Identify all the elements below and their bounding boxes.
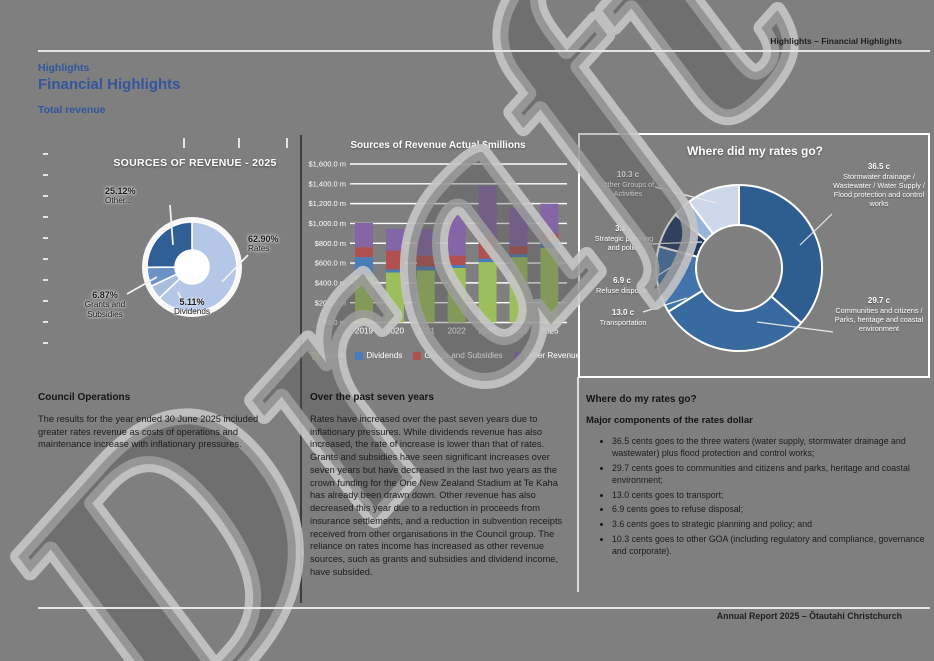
- donut-label-other-goa-name: Other Groups of Activities: [601, 180, 655, 199]
- donut-label-strategic: 3.6 c Strategic planning and policy: [592, 224, 656, 252]
- bar-chart-legend: Rates Dividends Grants and Subsidies Oth…: [312, 351, 580, 360]
- legend-swatch-other-revenue: [513, 351, 522, 360]
- rates-go-bullet-list: 36.5 cents goes to the three waters (wat…: [586, 436, 926, 558]
- pie-label-grants-name: Grants and Subsidies: [84, 300, 126, 319]
- council-operations-heading: Council Operations: [38, 392, 131, 403]
- donut-chart-title: Where did my rates go?: [686, 144, 824, 158]
- donut-label-refuse-value: 6.9 c: [613, 276, 631, 285]
- svg-text:$1,200.0 m: $1,200.0 m: [308, 199, 346, 208]
- legend-label-other-revenue: Other Revenue: [524, 351, 581, 360]
- donut-label-communities: 29.7 c Communities and citizens / Parks,…: [826, 296, 932, 333]
- pie-label-dividends-value: 5.11%: [179, 297, 205, 307]
- svg-text:2025: 2025: [540, 327, 559, 336]
- legend-swatch-rates: [312, 351, 320, 360]
- rates-go-heading: Where do my rates go?: [586, 394, 697, 405]
- svg-text:2019: 2019: [355, 327, 374, 336]
- rates-go-bullet: 3.6 cents goes to strategic planning and…: [612, 519, 926, 531]
- donut-label-stormwater-name: Stormwater drainage / Wastewater / Water…: [833, 172, 925, 209]
- svg-text:$400.0 m: $400.0 m: [315, 278, 346, 287]
- section-kicker: Highlights: [38, 62, 90, 74]
- pie-label-rates-value: 62.90%: [248, 234, 279, 244]
- pie-chart-title: SOURCES OF REVENUE - 2025: [113, 157, 277, 169]
- pie-label-dividends: 5.11% Dividends: [163, 297, 221, 317]
- council-operations-section: Council Operations The results for the y…: [38, 392, 290, 451]
- legend-label-rates: Rates: [323, 351, 345, 360]
- donut-label-transportation-name: Transportation: [599, 318, 647, 327]
- donut-label-transportation: 13.0 c Transportation: [578, 308, 668, 327]
- footer-text: Annual Report 2025 – Ōtautahi Christchur…: [716, 611, 902, 621]
- revenue-bar-chart: $0.0 m $200.0 m $400.0 m $600.0 m $800.0 m $1…: [308, 160, 567, 336]
- donut-label-communities-name: Communities and citizens / Parks, herita…: [834, 306, 924, 334]
- svg-text:2021: 2021: [417, 327, 436, 336]
- sources-of-revenue-pie-chart: [43, 138, 288, 344]
- donut-label-stormwater-value: 36.5 c: [867, 162, 891, 171]
- svg-text:$800.0 m: $800.0 m: [315, 239, 346, 248]
- svg-text:$1,000.0 m: $1,000.0 m: [308, 219, 346, 228]
- svg-text:$200.0 m: $200.0 m: [315, 298, 346, 307]
- svg-text:$1,600.0 m: $1,600.0 m: [308, 160, 346, 169]
- donut-label-refuse: 6.9 c Refuse disposal: [578, 276, 666, 295]
- donut-label-stormwater: 36.5 c Stormwater drainage / Wastewater …: [826, 162, 932, 208]
- svg-text:$0.0 m: $0.0 m: [323, 318, 346, 327]
- pie-label-rates: 62.90% Rates: [248, 234, 303, 254]
- legend-item-other-revenue: Other Revenue: [513, 351, 581, 360]
- svg-text:$1,400.0 m: $1,400.0 m: [308, 179, 346, 188]
- svg-text:$600.0 m: $600.0 m: [315, 259, 346, 268]
- legend-item-rates: Rates: [312, 351, 344, 360]
- rates-chart-box: [578, 133, 930, 378]
- pie-label-other-name: Other...: [105, 196, 132, 206]
- donut-label-transportation-value: 13.0 c: [611, 308, 635, 317]
- donut-label-other-goa: 10.3 c Other Groups of Activities: [590, 170, 666, 198]
- legend-item-dividends: Dividends: [355, 351, 402, 360]
- svg-text:2020: 2020: [386, 327, 405, 336]
- donut-label-other-goa-value: 10.3 c: [616, 170, 640, 179]
- legend-item-grants: Grants and Subsidies: [413, 351, 503, 360]
- column-divider-light: [577, 377, 579, 592]
- rates-go-subheading: Major components of the rates dollar: [586, 415, 753, 426]
- subtitle-total-revenue: Total revenue: [38, 104, 106, 116]
- footer-rule: [38, 607, 930, 609]
- column-divider-dark: [300, 135, 302, 603]
- donut-label-strategic-value: 3.6 c: [615, 224, 633, 233]
- svg-text:2023: 2023: [478, 327, 497, 336]
- legend-swatch-grants: [413, 351, 422, 360]
- donut-label-communities-value: 29.7 c: [867, 296, 891, 305]
- rates-go-bullet: 29.7 cents goes to communities and citiz…: [612, 463, 926, 487]
- pie-label-dividends-name: Dividends: [174, 307, 210, 317]
- pie-label-other: 25.12% Other...: [105, 186, 167, 206]
- rates-go-bullet: 13.0 cents goes to transport;: [612, 490, 926, 502]
- pie-label-grants: 6.87% Grants and Subsidies: [68, 290, 142, 319]
- svg-text:2022: 2022: [448, 327, 467, 336]
- legend-swatch-dividends: [355, 351, 364, 360]
- pie-label-grants-value: 6.87%: [92, 290, 118, 300]
- svg-text:2024: 2024: [509, 327, 528, 336]
- rates-go-section: Where do my rates go? Major components o…: [586, 394, 926, 561]
- donut-label-refuse-name: Refuse disposal: [596, 286, 648, 295]
- rates-go-bullet: 10.3 cents goes to other GOA (including …: [612, 534, 926, 558]
- council-operations-body: The results for the year ended 30 June 2…: [38, 414, 259, 450]
- pie-label-rates-name: Rates: [248, 244, 270, 254]
- seven-years-heading: Over the past seven years: [310, 392, 434, 403]
- bar-chart-title: Sources of Revenue Actual $millions: [350, 140, 526, 151]
- seven-years-body: Rates have increased over the past seven…: [310, 414, 563, 577]
- donut-label-strategic-name: Strategic planning and policy: [594, 234, 654, 253]
- rates-go-bullet: 6.9 cents goes to refuse disposal;: [612, 504, 926, 516]
- pie-label-other-value: 25.12%: [105, 186, 136, 196]
- rates-go-bullet: 36.5 cents goes to the three waters (wat…: [612, 436, 926, 460]
- page-title: Financial Highlights: [38, 76, 181, 93]
- breadcrumb: Highlights – Financial Highlights: [770, 36, 902, 46]
- header-rule: [38, 50, 930, 52]
- rates-donut-chart: [639, 184, 834, 352]
- legend-label-grants: Grants and Subsidies: [424, 351, 503, 360]
- legend-label-dividends: Dividends: [366, 351, 403, 360]
- seven-years-section: Over the past seven years Rates have inc…: [310, 392, 570, 579]
